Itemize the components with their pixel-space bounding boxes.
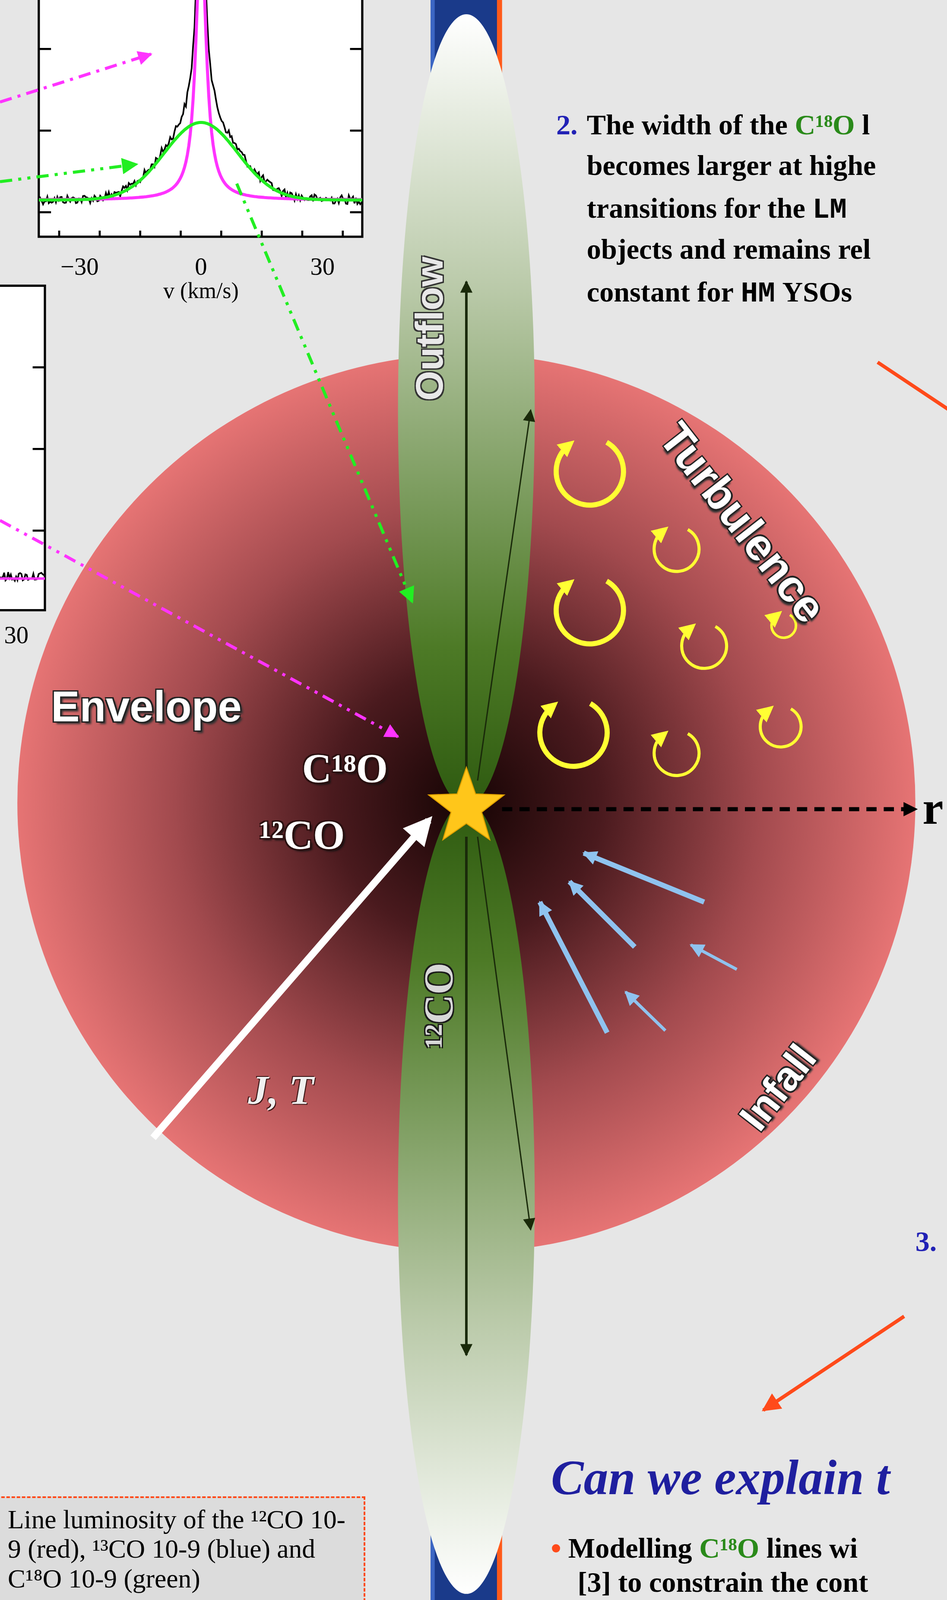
label-text: The width of the	[586, 108, 788, 141]
text-line: constant forHMYSOs	[586, 275, 860, 311]
tick	[220, 230, 223, 237]
label-text: 30	[310, 252, 335, 281]
eddy-arrow	[556, 580, 624, 644]
spectrum-noise	[0, 572, 45, 581]
tick	[98, 230, 102, 237]
outflow-arrow	[465, 836, 468, 1355]
tick	[301, 230, 304, 237]
leader-arrow	[0, 164, 137, 182]
label-text: [3] to constrain the cont	[577, 1565, 869, 1599]
svg-part	[583, 852, 705, 902]
tick	[32, 529, 45, 532]
outflow-lobe	[398, 14, 536, 806]
outflow-lobe	[398, 801, 536, 1594]
tick	[341, 230, 344, 237]
narrow-fit	[0, 576, 45, 580]
text-line: objects and remains rel	[586, 232, 878, 266]
text-line: The width of theC¹⁸Ol	[586, 108, 878, 142]
leader-arrow	[236, 183, 412, 602]
label-text: Envelope	[50, 681, 242, 732]
label-text: transitions for the	[586, 192, 806, 224]
label-text: LM	[812, 193, 847, 227]
tick	[38, 129, 51, 132]
label-text: Can we explain t	[551, 1449, 890, 1506]
infall-arrows	[539, 852, 737, 1033]
label-text: Outflow	[407, 256, 452, 401]
svg-part	[690, 944, 737, 970]
radius-arrow	[502, 807, 917, 811]
label-text: 0	[194, 252, 207, 281]
text-line: transitions for theLM	[586, 191, 855, 227]
label-text: C¹⁸O	[794, 108, 856, 141]
label-text: 3.	[915, 1224, 938, 1258]
outflow-arrow	[477, 836, 531, 1229]
label-text: Modelling	[568, 1531, 693, 1564]
eddy-arrow	[556, 442, 624, 505]
tick	[38, 211, 51, 214]
svg-part	[569, 881, 635, 947]
label-text: YSOs	[782, 275, 852, 308]
tick	[260, 230, 263, 237]
eddy-arrow	[654, 733, 700, 776]
svg-part	[625, 991, 666, 1031]
tick	[32, 366, 45, 369]
label-text: •	[551, 1531, 561, 1564]
eddy-arrow	[654, 529, 700, 572]
label-text: HM	[740, 277, 775, 311]
leader-arrow	[0, 53, 152, 102]
spectrum-noise	[38, 0, 363, 205]
caption-text: Line luminosity of the ¹²CO 10-9 (red), …	[7, 1504, 356, 1594]
eddy-arrow	[539, 703, 608, 767]
tick	[58, 230, 61, 237]
tick	[350, 211, 363, 214]
narrow-fit	[38, 0, 363, 200]
turbulence-eddies	[539, 442, 802, 776]
caption-box: Line luminosity of the ¹²CO 10-9 (red), …	[0, 1495, 366, 1600]
spectrum-plot	[0, 367, 45, 581]
eddy-arrow	[681, 626, 727, 669]
label-text: C¹⁸O	[302, 744, 388, 792]
eddy-arrow	[760, 708, 802, 747]
svg-part	[539, 901, 608, 1033]
label-text: l	[861, 108, 870, 141]
tick	[350, 129, 363, 132]
pointer-arrow	[877, 362, 947, 414]
label-text: C¹⁸O	[699, 1531, 760, 1564]
protostar	[428, 766, 505, 840]
label-text: objects and remains rel	[586, 233, 871, 265]
tick	[32, 447, 45, 450]
label-text: r	[922, 780, 944, 835]
label-text: J, T	[247, 1066, 314, 1114]
plot-frame	[0, 285, 45, 610]
spectrum-plot	[38, 0, 363, 205]
label-text: ¹²CO	[259, 811, 345, 859]
leader-arrow	[0, 520, 399, 737]
outflow-arrow	[477, 410, 531, 781]
label-text: 30	[4, 620, 29, 649]
tick	[38, 47, 51, 51]
tick	[139, 230, 142, 237]
broad-fit	[38, 122, 363, 200]
label-text: 2.	[556, 108, 578, 142]
label-text: lines wi	[766, 1531, 858, 1564]
pointer-arrow	[763, 1315, 905, 1410]
label-text: ¹²CO	[415, 962, 463, 1048]
label-text: becomes larger at highe	[586, 149, 877, 181]
label-text: −30	[60, 252, 99, 281]
tick	[350, 47, 363, 51]
label-text: constant for	[586, 275, 734, 308]
tick	[179, 230, 182, 237]
label-text: v (km/s)	[163, 277, 239, 304]
axis-ticks	[38, 48, 363, 237]
text-line: becomes larger at highe	[586, 148, 884, 182]
outflow-arrow	[465, 281, 468, 781]
gradient-arrow	[152, 820, 429, 1138]
text-line: •ModellingC¹⁸Olines wi	[551, 1530, 865, 1565]
